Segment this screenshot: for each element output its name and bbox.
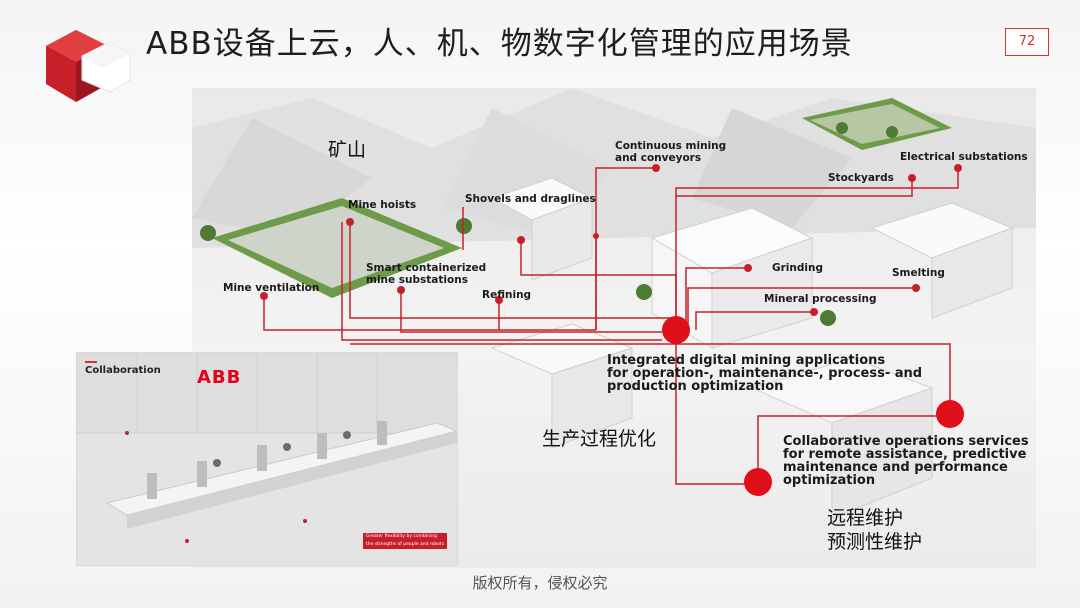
label-refining: Refining bbox=[482, 289, 532, 301]
label-grinding: Grinding bbox=[772, 262, 823, 274]
collaboration-accent-dash bbox=[85, 361, 97, 363]
page-number: 72 bbox=[1005, 28, 1049, 56]
collaboration-title: Collaboration bbox=[85, 365, 161, 376]
collaboration-tagline: Greater flexibility by combining the str… bbox=[363, 533, 447, 549]
collaboration-panel: Collaboration ABB Greater flexibility by… bbox=[76, 352, 458, 566]
label-mine-ventilation: Mine ventilation bbox=[223, 282, 320, 294]
copyright-footer: 版权所有，侵权必究 bbox=[472, 574, 608, 592]
zone-label-mine: 矿山 bbox=[328, 139, 367, 161]
label-shovels-draglines: Shovels and draglines bbox=[465, 193, 596, 205]
label-smelting: Smelting bbox=[892, 267, 945, 279]
slide-title: ABB设备上云，人、机、物数字化管理的应用场景 bbox=[146, 26, 853, 62]
label-collaborative-services: Collaborative operations services for re… bbox=[783, 434, 1029, 488]
label-integrated-digital: Integrated digital mining applications f… bbox=[607, 353, 923, 394]
abb-brand-logo: ABB bbox=[197, 367, 242, 388]
label-mineral-processing: Mineral processing bbox=[764, 293, 877, 305]
label-remote-maintenance: 远程维护 bbox=[827, 507, 904, 529]
label-continuous-mining: Continuous mining and conveyors bbox=[615, 140, 727, 164]
label-process-optimization: 生产过程优化 bbox=[542, 428, 657, 450]
label-electrical-substations: Electrical substations bbox=[900, 151, 1028, 163]
label-predictive-maintenance: 预测性维护 bbox=[827, 531, 923, 553]
label-mine-hoists: Mine hoists bbox=[348, 199, 417, 211]
label-stockyards: Stockyards bbox=[828, 172, 894, 184]
factory-floor-graphic bbox=[77, 353, 457, 565]
hexagon-logo-icon bbox=[46, 30, 131, 102]
label-smart-containerized: Smart containerized mine substations bbox=[366, 262, 487, 286]
